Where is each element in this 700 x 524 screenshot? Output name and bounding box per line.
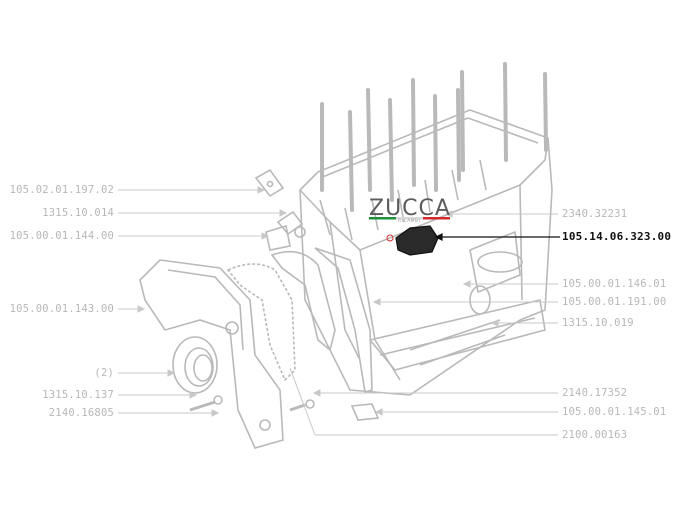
part-label-right[interactable]: 105.00.01.191.00: [562, 296, 667, 308]
part-label-right[interactable]: 2100.00163: [562, 429, 628, 441]
logo-flag: [369, 217, 450, 220]
part-label-left[interactable]: 105.00.01.143.00: [9, 303, 114, 315]
part-label-highlighted[interactable]: 105.14.06.323.00: [562, 230, 672, 243]
part-label-right[interactable]: 105.00.01.146.01: [562, 278, 667, 290]
part-label-right[interactable]: 105.00.01.145.01: [562, 406, 667, 418]
part-label-right[interactable]: 2140.17352: [562, 387, 628, 399]
rear-gasket: [226, 263, 296, 382]
part-label-left[interactable]: 1315.10.014: [42, 207, 114, 219]
part-label-right[interactable]: 1315.10.019: [562, 317, 634, 329]
bolts: [189, 210, 380, 421]
oil-pressure-sensor: [386, 225, 439, 256]
rear-plate: [139, 259, 284, 449]
part-label-right[interactable]: 2340.32231: [562, 208, 628, 220]
part-label-left[interactable]: 105.00.01.144.00: [9, 230, 114, 242]
leader-line-highlight: [434, 233, 560, 241]
head-studs: [320, 62, 548, 212]
logo: ZUCCA: [369, 196, 451, 221]
engine-block: [299, 109, 553, 396]
part-label-left[interactable]: 105.02.01.197.02: [9, 184, 114, 196]
part-label-left[interactable]: 1315.10.137: [42, 389, 114, 401]
logo-subtext: RICAMBI: [398, 219, 421, 224]
part-label-left[interactable]: (2): [94, 367, 114, 379]
small-cover: [254, 168, 285, 198]
rear-seal: [172, 336, 218, 394]
leader-lines: [118, 186, 558, 436]
side-gaskets: [270, 247, 373, 394]
part-label-left[interactable]: 2140.16805: [48, 407, 114, 419]
